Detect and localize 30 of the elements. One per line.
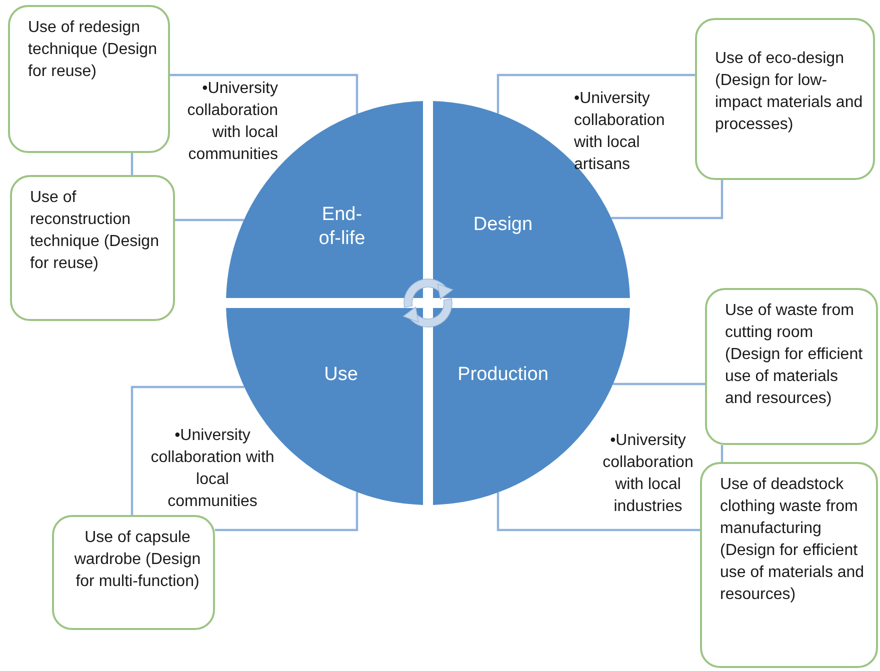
strategy-box	[52, 515, 215, 630]
strategy-box	[700, 462, 878, 668]
collaboration-note: •University collaboration with local communities	[186, 79, 278, 165]
connector-line	[215, 492, 358, 532]
connector-line	[496, 74, 695, 114]
strategy-box	[8, 5, 170, 153]
connector-line	[130, 386, 244, 515]
connector-line	[613, 382, 705, 386]
collaboration-note: •University collaboration with local communities	[150, 426, 275, 512]
strategy-box	[695, 18, 875, 180]
connector-line	[611, 180, 724, 220]
strategy-box	[705, 288, 878, 445]
stage-label: Design	[472, 213, 534, 237]
box-text: Use of eco-design (Design for low-impact materials and processes)	[715, 49, 863, 135]
connector-line	[720, 445, 724, 462]
connector-line	[170, 74, 358, 114]
stage-label: Use	[323, 363, 359, 387]
stage-label: Production	[456, 363, 550, 387]
connector-line	[496, 492, 700, 532]
collaboration-note: •University collaboration with local artisans	[574, 89, 666, 175]
box-text: Use of capsule wardrobe (Design for multi-function)	[73, 528, 202, 592]
connector-line	[130, 153, 134, 175]
strategy-box	[10, 175, 175, 321]
stage-label: End-of-life	[318, 203, 366, 251]
connector-line	[175, 218, 244, 222]
collaboration-note: •University collaboration with local industries	[602, 431, 694, 517]
box-text: Use of deadstock clothing waste from manufacturing (Design for efficient use of materials and resources)	[720, 475, 866, 605]
box-text: Use of waste from cutting room (Design for efficient use of materials and resources)	[725, 301, 864, 409]
box-text: Use of reconstruction technique (Design for reuse)	[30, 188, 160, 274]
box-text: Use of redesign technique (Design for reuse)	[28, 18, 158, 82]
